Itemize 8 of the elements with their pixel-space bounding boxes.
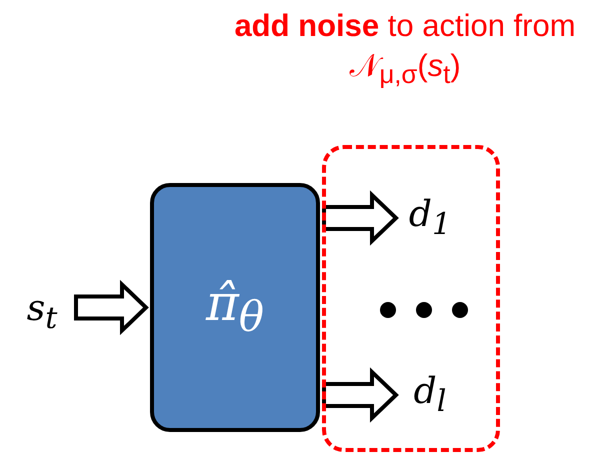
block-arrow <box>322 190 399 246</box>
region-heading: add noise to action from 𝒩$_{μ,σ}$(s$_{t}$) <box>233 7 577 92</box>
policy-block: π̂$_{θ}$ <box>150 183 320 432</box>
math-label: s$_{t}$ <box>12 284 72 340</box>
block-arrow <box>74 280 149 336</box>
block-arrow <box>322 367 399 423</box>
math-label: d$_{l}$ <box>400 368 460 422</box>
math-label: d$_{1}$ <box>400 192 460 244</box>
